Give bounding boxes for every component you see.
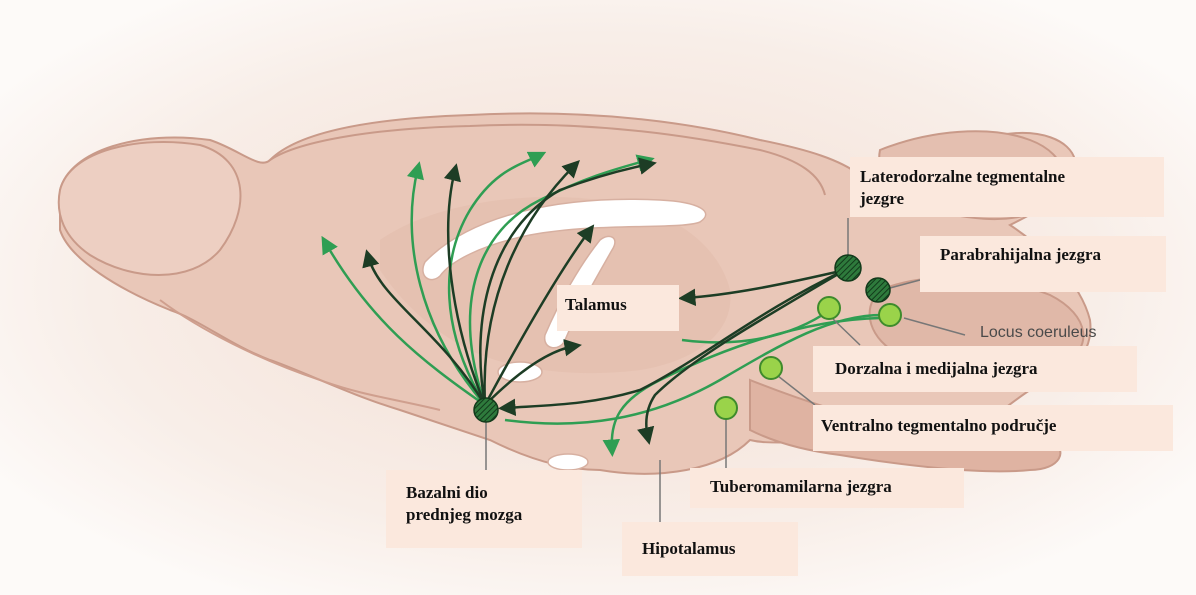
label-basal-forebrain-line1: Bazalni dio: [406, 482, 572, 504]
label-tuberomammillary: Tuberomamilarna jezgra: [690, 468, 964, 508]
label-laterodorsal-line2: jezgre: [860, 188, 1154, 210]
label-basal-forebrain-line2: prednjeg mozga: [406, 504, 572, 526]
label-thalamus: Talamus: [557, 285, 679, 331]
nucleus-ventral-tegmental: [760, 357, 782, 379]
nucleus-parabrachial: [866, 278, 890, 302]
label-laterodorsal-line1: Laterodorzalne tegmentalne: [860, 166, 1154, 188]
nucleus-dorsal-medial: [818, 297, 840, 319]
label-ventral-tegmental-text: Ventralno tegmentalno područje: [821, 415, 1163, 437]
label-thalamus-text: Talamus: [565, 294, 669, 316]
label-tuberomammillary-text: Tuberomamilarna jezgra: [710, 476, 954, 498]
label-hypothalamus: Hipotalamus: [622, 522, 798, 576]
nucleus-locus-coeruleus: [879, 304, 901, 326]
nucleus-laterodorsal: [835, 255, 861, 281]
label-laterodorsal-tegmental: Laterodorzalne tegmentalne jezgre: [850, 157, 1164, 217]
label-parabrachial-text: Parabrahijalna jezgra: [940, 244, 1156, 266]
nucleus-basal-forebrain: [474, 398, 498, 422]
nucleus-tuberomammillary: [715, 397, 737, 419]
label-locus-coeruleus: Locus coeruleus: [980, 324, 1097, 342]
label-dorsal-medial: Dorzalna i medijalna jezgra: [813, 346, 1137, 392]
label-dorsal-medial-text: Dorzalna i medijalna jezgra: [835, 358, 1127, 380]
label-ventral-tegmental: Ventralno tegmentalno područje: [813, 405, 1173, 451]
label-hypothalamus-text: Hipotalamus: [642, 538, 788, 560]
label-parabrachial: Parabrahijalna jezgra: [920, 236, 1166, 292]
label-basal-forebrain: Bazalni dio prednjeg mozga: [386, 470, 582, 548]
